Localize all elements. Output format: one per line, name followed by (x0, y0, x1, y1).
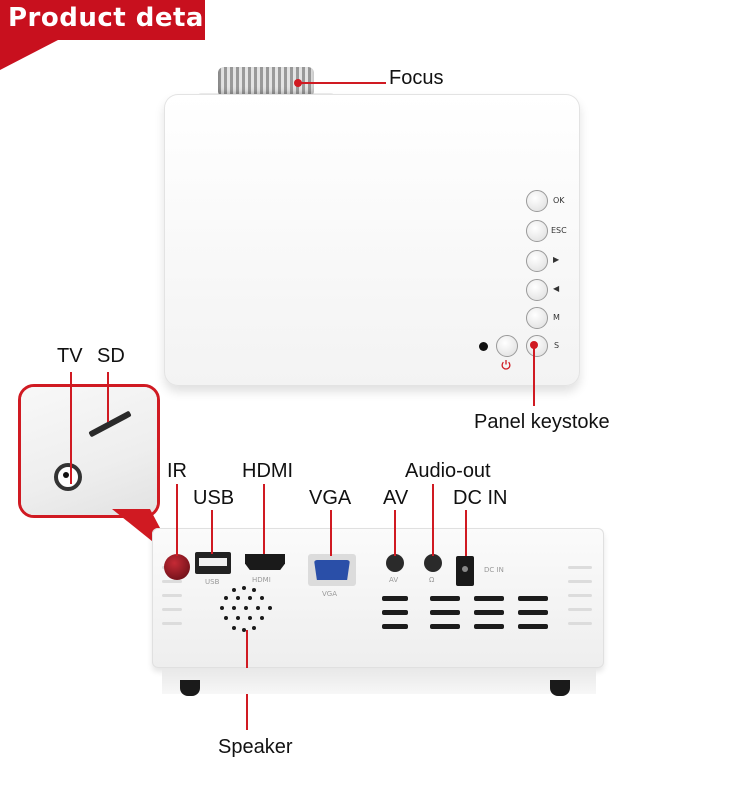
power-icon (500, 358, 512, 376)
usb-leader-line (211, 510, 213, 554)
dc-in-leader-line (465, 510, 467, 556)
panel-keystone-label: Panel keystoke (474, 411, 610, 433)
dc-in-pin (462, 566, 468, 572)
ir-leader-line (176, 484, 178, 556)
side-vent (162, 622, 182, 625)
ir-label: IR (167, 460, 187, 482)
hdmi-port-tag: HDMI (252, 576, 271, 584)
front-foot-left (180, 680, 200, 696)
av-leader-line (394, 510, 396, 556)
zoom-connector (0, 0, 200, 575)
side-panel-surface (21, 387, 157, 515)
vga-port-tag: VGA (322, 590, 338, 598)
usb-label: USB (193, 487, 235, 509)
source-button-label: S (554, 341, 560, 350)
rear-vent-grille (382, 590, 552, 655)
audio-port-tag: Ω (429, 576, 435, 584)
focus-label: Focus (389, 67, 444, 89)
side-vent (568, 580, 592, 583)
hdmi-leader-line (263, 484, 265, 554)
ir-sensor (164, 554, 190, 580)
power-button[interactable] (496, 335, 518, 357)
projector-base (162, 668, 596, 694)
header-banner (0, 0, 205, 40)
power-led (479, 342, 488, 351)
av-label: AV (383, 487, 409, 509)
hdmi-port[interactable] (245, 554, 285, 570)
right-button-label: ▶ (553, 255, 560, 264)
menu-button-label: M (553, 313, 560, 322)
keystone-marker (530, 341, 538, 349)
focus-marker (294, 79, 302, 87)
page-title: Product details (8, 3, 239, 33)
esc-button[interactable] (526, 220, 548, 242)
side-vent (568, 566, 592, 569)
side-vent (162, 608, 182, 611)
av-jack[interactable] (386, 554, 404, 572)
side-vent (568, 594, 592, 597)
audio-out-jack[interactable] (424, 554, 442, 572)
tv-label: TV (57, 345, 83, 367)
vga-port[interactable] (314, 560, 350, 580)
left-button[interactable] (526, 279, 548, 301)
sd-label: SD (97, 345, 125, 367)
usb-port-insert (199, 558, 227, 566)
dc-in-label: DC IN (453, 487, 508, 509)
speaker-label: Speaker (218, 736, 293, 758)
av-port-tag: AV (389, 576, 399, 584)
tv-jack-center (63, 472, 69, 478)
esc-button-label: ESC (551, 226, 567, 235)
focus-leader-line (300, 82, 386, 84)
vga-leader-line (330, 510, 332, 556)
side-vent (162, 594, 182, 597)
speaker-grille (216, 584, 280, 645)
ok-button[interactable] (526, 190, 548, 212)
front-foot-right (550, 680, 570, 696)
sd-leader-line (107, 372, 109, 422)
ok-button-label: OK (553, 196, 565, 205)
side-vent (568, 608, 592, 611)
right-button[interactable] (526, 250, 548, 272)
tv-leader-line (70, 372, 72, 484)
menu-button[interactable] (526, 307, 548, 329)
usb-port-tag: USB (205, 578, 220, 586)
keystone-leader-line (533, 348, 535, 406)
left-button-label: ◀ (553, 284, 560, 293)
dc-port-tag: DC IN (484, 566, 504, 574)
vga-label: VGA (309, 487, 352, 509)
banner-tail (0, 40, 58, 70)
side-vent (162, 580, 182, 583)
side-detail-inset (18, 384, 160, 518)
audio-out-leader-line (432, 484, 434, 556)
side-vent (568, 622, 592, 625)
audio-out-label: Audio-out (405, 460, 491, 482)
hdmi-label: HDMI (242, 460, 294, 482)
